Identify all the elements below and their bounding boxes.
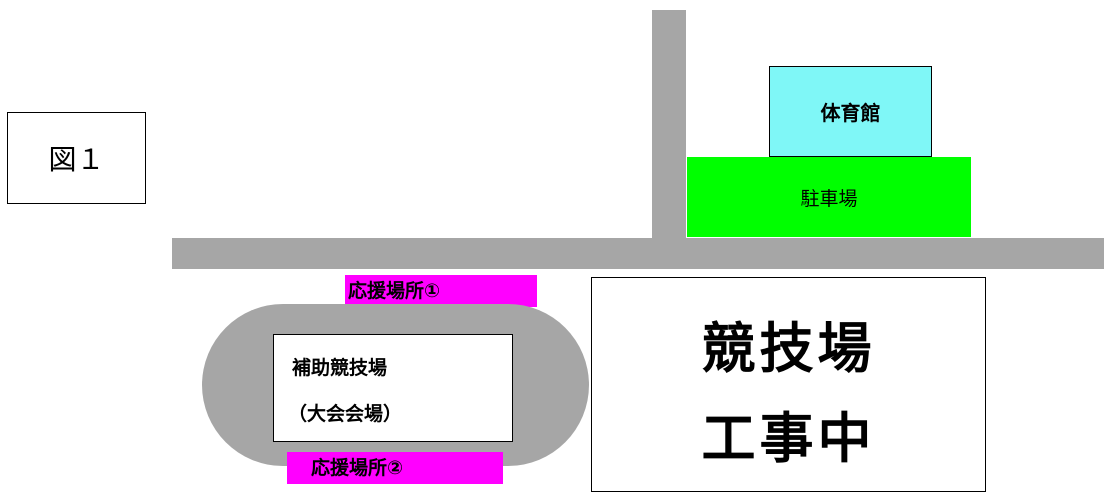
main-stadium-status: 工事中 [701, 407, 876, 470]
figure-label: 図１ [7, 112, 146, 204]
gymnasium: 体育館 [769, 66, 932, 157]
road-vertical [652, 10, 686, 240]
auxiliary-stadium: 補助競技場 （大会会場） [273, 334, 513, 442]
parking-lot: 駐車場 [687, 157, 971, 237]
main-stadium: 競技場 工事中 [591, 277, 986, 492]
cheer-area-2: 応援場所② [287, 452, 503, 484]
aux-stadium-name: 補助競技場 [292, 357, 388, 379]
aux-stadium-note: （大会会場） [288, 403, 403, 425]
road-horizontal [172, 238, 1104, 269]
gym-label: 体育館 [820, 101, 881, 125]
parking-label: 駐車場 [800, 187, 858, 210]
cheer-area-1: 応援場所① [345, 275, 537, 307]
main-stadium-name: 競技場 [701, 317, 876, 380]
